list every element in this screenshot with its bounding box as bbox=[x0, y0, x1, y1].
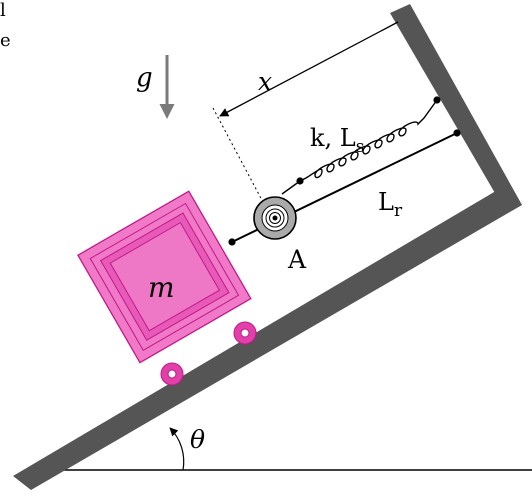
x-label: x bbox=[258, 67, 272, 96]
pulley-icon bbox=[253, 196, 297, 240]
edge-text-fragment: l bbox=[0, 0, 6, 21]
end-wall bbox=[390, 4, 522, 212]
cart-wheel bbox=[233, 321, 257, 345]
rod-label-main: L bbox=[378, 188, 394, 216]
rod-label: Lr bbox=[378, 188, 403, 221]
mass-label: m bbox=[148, 271, 175, 304]
spring-label: k, Ls bbox=[310, 124, 364, 157]
x-dimension-arrow bbox=[219, 21, 399, 117]
spring-wall-node bbox=[433, 96, 441, 104]
angle-arc bbox=[169, 427, 185, 471]
incline-plane bbox=[13, 185, 522, 490]
point-a-label: A bbox=[287, 245, 307, 274]
cart bbox=[77, 190, 252, 364]
edge-text-fragment: e bbox=[0, 30, 11, 51]
spring-node bbox=[296, 177, 304, 185]
cart-wheel bbox=[160, 362, 184, 386]
gravity-label: g bbox=[136, 63, 153, 93]
x-reference-line bbox=[212, 107, 265, 205]
rod-wall-node bbox=[453, 129, 461, 137]
rod-end-node bbox=[228, 238, 236, 246]
spring-label-main: k, L bbox=[310, 124, 356, 152]
angle-label: θ bbox=[190, 425, 205, 454]
coil-spring-icon bbox=[281, 99, 438, 195]
rod-label-sub: r bbox=[394, 201, 403, 221]
spring-label-sub: s bbox=[356, 137, 365, 157]
